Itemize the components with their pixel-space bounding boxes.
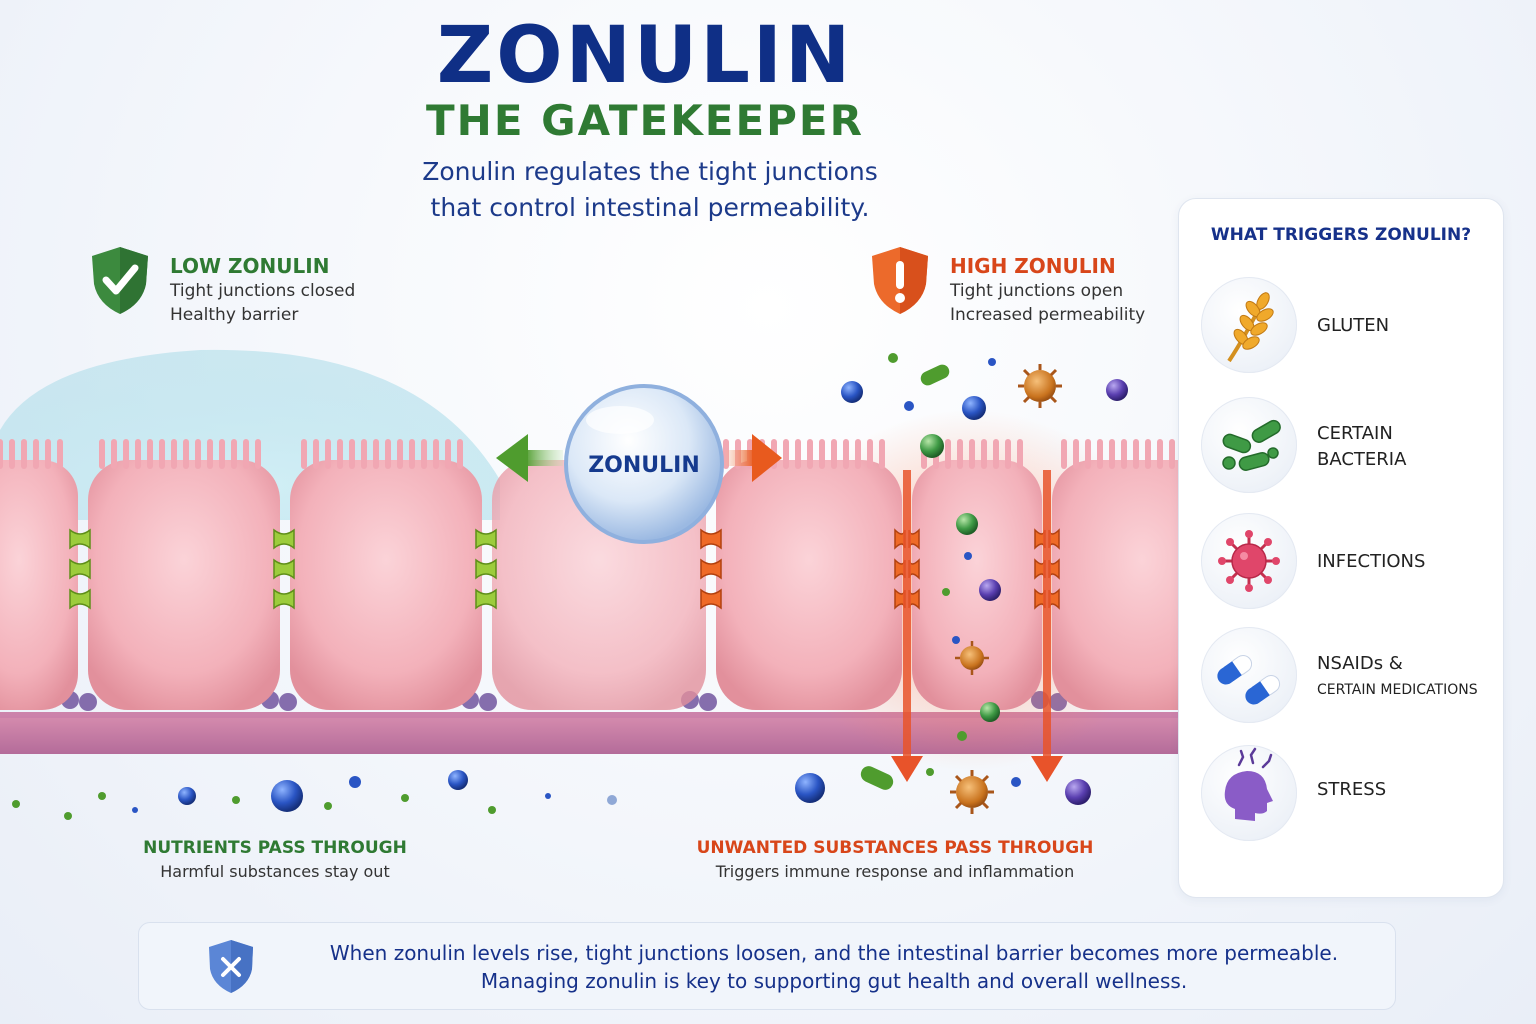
footer-text: When zonulin levels rise, tight junction…	[279, 923, 1389, 995]
triggers-title: WHAT TRIGGERS ZONULIN?	[1210, 225, 1472, 245]
alert-shield-icon	[872, 247, 928, 314]
trigger-label-gluten: GLUTEN	[1317, 315, 1390, 336]
high-zonulin-block: HIGH ZONULIN Tight junctions open Increa…	[950, 253, 1145, 327]
wheat-icon	[1201, 277, 1297, 373]
unwanted-caption-line: Triggers immune response and inflammatio…	[715, 862, 1075, 881]
tagline-line-1: Zonulin regulates the tight junctions	[422, 157, 878, 186]
pill-icon	[1201, 627, 1297, 723]
low-zonulin-title: LOW ZONULIN	[170, 254, 330, 278]
trigger-label-nsaids-line-1: NSAIDs &	[1317, 653, 1403, 674]
low-zonulin-line-2: Healthy barrier	[170, 305, 299, 325]
high-zonulin-title: HIGH ZONULIN	[950, 254, 1116, 278]
trigger-label-nsaids-line-2: CERTAIN MEDICATIONS	[1317, 682, 1478, 698]
particles-leaking	[942, 513, 1001, 741]
trigger-label-infections: INFECTIONS	[1317, 551, 1426, 572]
stressed-head-icon	[1201, 745, 1297, 841]
virus-icon	[1201, 513, 1297, 609]
particles-lumen	[841, 353, 1128, 458]
unwanted-caption-title: UNWANTED SUBSTANCES PASS THROUGH	[696, 838, 1094, 858]
footer-banner: When zonulin levels rise, tight junction…	[138, 922, 1396, 1010]
particles-below-left	[12, 770, 617, 820]
tagline: Zonulin regulates the tight junctions th…	[0, 154, 1300, 226]
trigger-label-bacteria: CERTAIN BACTERIA	[1317, 421, 1406, 473]
footer-line-2: Managing zonulin is key to supporting gu…	[480, 969, 1188, 993]
high-zonulin-line-1: Tight junctions open	[950, 281, 1124, 301]
trigger-label-nsaids: NSAIDs & CERTAIN MEDICATIONS	[1317, 651, 1478, 703]
arrow-left-green	[496, 434, 563, 482]
shield-cross-icon	[209, 940, 253, 993]
zonulin-orb-label: ZONULIN	[588, 453, 700, 478]
arrow-right-orange	[725, 434, 782, 482]
low-zonulin-line-1: Tight junctions closed	[170, 281, 356, 301]
footer-line-1: When zonulin levels rise, tight junction…	[329, 941, 1339, 965]
triggers-panel: WHAT TRIGGERS ZONULIN? GLUTEN	[1178, 198, 1504, 898]
tight-junctions-closed	[69, 528, 497, 610]
bacteria-icon	[1201, 397, 1297, 493]
nutrients-caption-title: NUTRIENTS PASS THROUGH	[143, 838, 407, 858]
nutrients-caption-line: Harmful substances stay out	[160, 862, 390, 881]
low-zonulin-block: LOW ZONULIN Tight junctions closed Healt…	[170, 253, 355, 327]
particles-below-right	[795, 766, 1091, 814]
page-title: ZONULIN	[436, 11, 854, 101]
trigger-label-stress: STRESS	[1317, 779, 1387, 800]
intestinal-barrier-illustration	[0, 349, 1190, 820]
high-zonulin-line-2: Increased permeability	[950, 305, 1146, 325]
tagline-line-2: that control intestinal permeability.	[430, 193, 870, 222]
trigger-label-bacteria-line-1: CERTAIN	[1317, 423, 1393, 444]
trigger-label-bacteria-line-2: BACTERIA	[1317, 449, 1407, 470]
check-shield-icon	[92, 247, 148, 314]
page-subtitle: THE GATEKEEPER	[426, 96, 864, 145]
permeability-arrows	[891, 470, 1063, 782]
nutrients-caption: NUTRIENTS PASS THROUGH Harmful substance…	[110, 836, 440, 884]
unwanted-caption: UNWANTED SUBSTANCES PASS THROUGH Trigger…	[690, 836, 1100, 884]
